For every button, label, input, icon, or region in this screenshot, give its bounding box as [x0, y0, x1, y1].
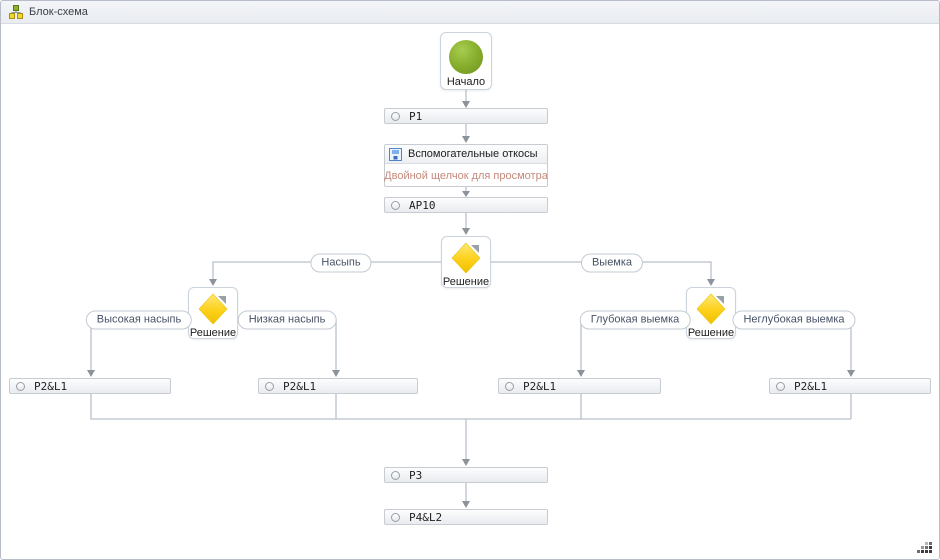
- radio-icon: [391, 470, 400, 480]
- branch-label-vyemka[interactable]: Выемка: [580, 253, 644, 273]
- branch-label-vysokaya-nasyp[interactable]: Высокая насыпь: [85, 310, 193, 330]
- task-bar-label: P2&L1: [523, 379, 557, 393]
- branch-label-glubokaya-vyemka[interactable]: Глубокая выемка: [579, 310, 691, 330]
- panel-title: Блок-схема: [29, 6, 88, 18]
- task-bar-p3[interactable]: P3: [384, 467, 548, 483]
- diamond-shape: [198, 293, 228, 325]
- radio-icon: [505, 381, 514, 391]
- task-bar-p2l1-2[interactable]: P2&L1: [258, 378, 418, 394]
- task-bar-label: P1: [409, 109, 423, 123]
- task-bar-ap10[interactable]: AP10: [384, 197, 548, 213]
- branch-label-nasyp[interactable]: Насыпь: [310, 253, 372, 273]
- task-bar-label: AP10: [409, 198, 436, 212]
- node-decision-label: Решение: [189, 327, 237, 339]
- branch-label-neglubokaya-vyemka[interactable]: Неглубокая выемка: [732, 310, 856, 330]
- diamond-shape: [451, 242, 481, 274]
- flowchart-icon: [9, 5, 23, 19]
- diamond-shape: [696, 293, 726, 325]
- node-decision-main[interactable]: Решение: [441, 236, 491, 288]
- node-decision-label: Решение: [687, 327, 735, 339]
- resize-grip[interactable]: [917, 541, 932, 553]
- start-circle-shape: [449, 40, 483, 74]
- task-bar-p4l2[interactable]: P4&L2: [384, 509, 548, 525]
- panel-titlebar: Блок-схема: [1, 1, 939, 24]
- node-start[interactable]: Начало: [440, 32, 492, 90]
- node-decision-right[interactable]: Решение: [686, 287, 736, 339]
- radio-icon: [776, 381, 785, 391]
- task-bar-p1[interactable]: P1: [384, 108, 548, 124]
- diagram-canvas[interactable]: Начало P1 Вспомогательные откосы Двойной…: [1, 24, 939, 559]
- task-bar-label: P3: [409, 468, 423, 482]
- task-bar-label: P2&L1: [34, 379, 68, 393]
- subprocess-title: Вспомогательные откосы: [408, 148, 538, 160]
- radio-icon: [265, 381, 274, 391]
- subprocess-header: Вспомогательные откосы: [385, 145, 547, 164]
- radio-icon: [391, 200, 400, 210]
- radio-icon: [391, 111, 400, 121]
- branch-label-nizkaya-nasyp[interactable]: Низкая насыпь: [237, 310, 337, 330]
- task-bar-label: P4&L2: [409, 510, 443, 524]
- task-bar-p2l1-3[interactable]: P2&L1: [498, 378, 661, 394]
- subprocess-icon: [389, 147, 402, 161]
- node-decision-label: Решение: [442, 276, 490, 288]
- task-bar-label: P2&L1: [794, 379, 828, 393]
- fold-corner-icon: [716, 296, 724, 304]
- fold-corner-icon: [218, 296, 226, 304]
- task-bar-p2l1-1[interactable]: P2&L1: [9, 378, 171, 394]
- subprocess-box[interactable]: Вспомогательные откосы Двойной щелчок дл…: [384, 144, 548, 187]
- radio-icon: [16, 381, 25, 391]
- subprocess-hint: Двойной щелчок для просмотра: [384, 169, 548, 182]
- node-decision-left[interactable]: Решение: [188, 287, 238, 339]
- fold-corner-icon: [471, 245, 479, 253]
- radio-icon: [391, 512, 400, 522]
- task-bar-label: P2&L1: [283, 379, 317, 393]
- task-bar-p2l1-4[interactable]: P2&L1: [769, 378, 931, 394]
- node-start-label: Начало: [446, 76, 486, 88]
